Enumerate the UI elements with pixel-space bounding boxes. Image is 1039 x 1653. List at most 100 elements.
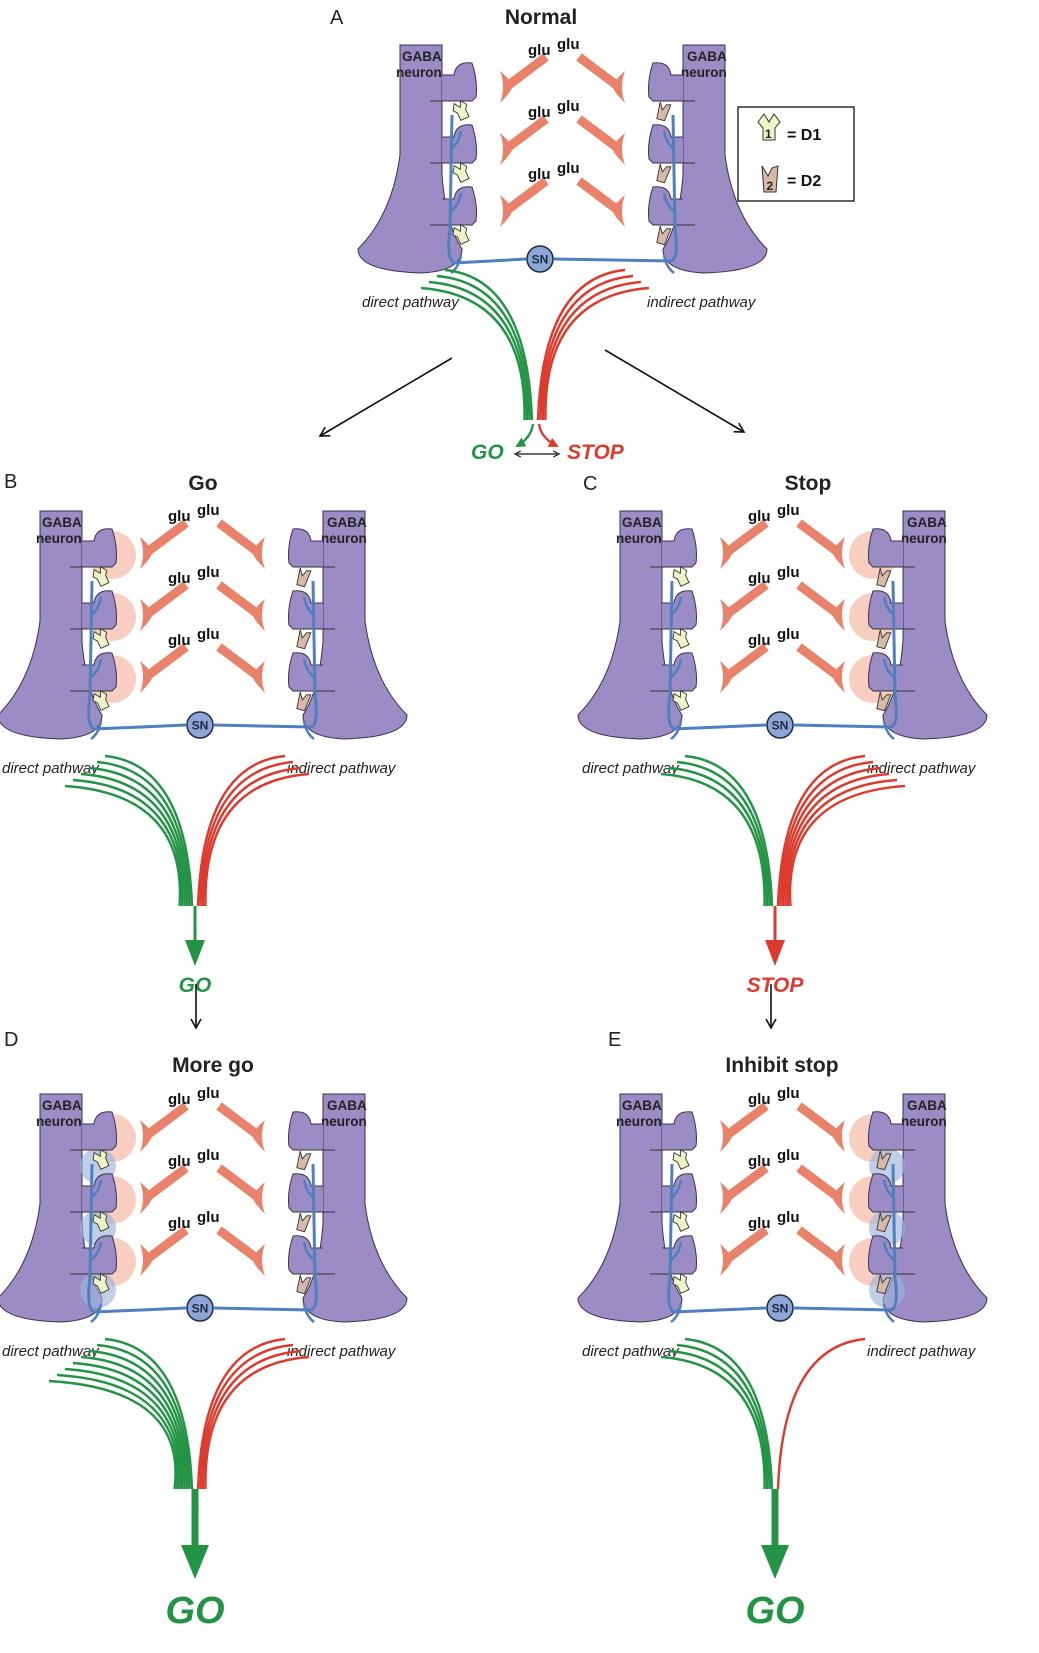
glu-label-direct: glu: [168, 1215, 191, 1232]
substantia-nigra-node: [186, 711, 214, 739]
dopamine-branch-direct: [670, 720, 683, 740]
stop-outcome-label: STOP: [567, 441, 625, 464]
stop-fiber: [781, 766, 882, 907]
glutamate-terminal-direct-bouton: [720, 1120, 732, 1152]
d1-receptor-icon: [92, 1210, 110, 1232]
glu-label-indirect: glu: [197, 1085, 220, 1102]
glu-label-indirect: glu: [777, 1147, 800, 1164]
dopamine-axon-direct: [447, 114, 527, 265]
sn-label: SN: [192, 719, 209, 733]
d1-receptor-icon: [452, 161, 470, 183]
glutamate-terminal-indirect-axon: [216, 519, 262, 557]
d2-receptor-icon: [876, 629, 892, 650]
glutamate-terminal-indirect-axon: [216, 643, 262, 681]
go-fiber: [676, 1343, 771, 1490]
go-arrow: [515, 423, 535, 448]
arrow-a-to-b: [318, 357, 453, 437]
panel-letter: E: [608, 1029, 621, 1051]
d1-receptor-icon: [452, 99, 470, 121]
glu-label-direct: glu: [168, 508, 191, 525]
glutamate-terminal-indirect-axon: [796, 519, 842, 557]
glutamate-terminal-direct-axon: [143, 1102, 189, 1140]
neuron-label-direct-line2: neuron: [616, 1114, 662, 1129]
d1-receptor-icon: [92, 689, 110, 711]
dopamine-branch-direct: [90, 596, 103, 616]
glutamate-terminal-direct-axon: [723, 643, 769, 681]
dopamine-branch-indirect: [662, 254, 675, 274]
go-fiber: [88, 1349, 189, 1490]
dopamine-branch-direct: [670, 1179, 683, 1199]
glutamate-terminal-indirect-axon: [576, 53, 622, 91]
go-fiber: [436, 274, 531, 421]
glu-label-indirect: glu: [557, 160, 580, 177]
dopamine-branch-direct: [670, 1303, 683, 1323]
glutamate-terminal-indirect-axon: [216, 1164, 262, 1202]
d2-receptor-icon: [296, 1212, 312, 1233]
indirect-pathway-label: indirect pathway: [867, 1343, 977, 1360]
glutamate-terminal-indirect-axon: [576, 115, 622, 153]
d1-receptor-icon: [672, 1148, 690, 1170]
dopamine-axon-direct: [87, 580, 187, 731]
dendritic-spine-direct: [82, 652, 117, 692]
go-fiber: [660, 772, 766, 907]
direct-pathway-label: direct pathway: [582, 760, 680, 777]
glutamate-terminal-indirect-bouton: [253, 1244, 265, 1276]
dopamine-branch-indirect: [662, 192, 675, 212]
outcome-label: GO: [165, 1590, 224, 1632]
dendritic-spine-indirect: [648, 124, 683, 164]
go-fiber: [64, 1367, 182, 1490]
outcome-arrow-head: [185, 940, 205, 966]
arrow-a-to-c: [604, 349, 746, 433]
go-fiber: [64, 784, 182, 907]
glutamate-terminal-direct-axon: [143, 581, 189, 619]
glu-label-direct: glu: [748, 570, 771, 587]
d2-receptor-icon: [296, 1274, 312, 1295]
d2-receptor-icon: [296, 629, 312, 650]
d2-receptor-icon: [656, 163, 672, 184]
glu-label-direct: glu: [168, 570, 191, 587]
dopamine-branch-indirect: [302, 1303, 315, 1323]
dopamine-axon-indirect: [213, 580, 318, 729]
go-fiber: [104, 1337, 194, 1490]
go-fiber: [668, 766, 769, 907]
glutamate-terminal-direct-bouton: [500, 195, 512, 227]
d2-receptor-icon: [296, 567, 312, 588]
dopamine-branch-indirect: [882, 1303, 895, 1323]
glutamate-terminal-indirect-bouton: [833, 537, 845, 569]
go-fiber: [56, 1373, 179, 1490]
glutamate-terminal-indirect-bouton: [253, 1120, 265, 1152]
neuron-label-indirect-line2: neuron: [681, 65, 727, 80]
stop-fiber: [776, 1337, 866, 1490]
dendritic-spine-direct: [442, 62, 477, 102]
glutamate-terminal-direct-bouton: [720, 1244, 732, 1276]
dendritic-spine-indirect: [648, 62, 683, 102]
glutamate-terminal-indirect-axon: [216, 581, 262, 619]
stop-fiber: [199, 1343, 294, 1490]
glu-label-direct: glu: [528, 42, 551, 59]
glu-label-direct: glu: [748, 1215, 771, 1232]
dopamine-branch-direct: [450, 192, 463, 212]
stop-fiber: [541, 280, 642, 421]
direct-pathway-label: direct pathway: [362, 294, 460, 311]
neuron-label-indirect-line2: neuron: [901, 531, 947, 546]
dendritic-spine-direct: [662, 652, 697, 692]
go-fiber: [676, 760, 771, 907]
glutamate-terminal-direct-axon: [723, 581, 769, 619]
dopamine-axon-direct: [87, 1163, 187, 1314]
stop-fiber: [536, 268, 626, 421]
substantia-nigra-node: [526, 245, 554, 273]
dopamine-axon-indirect: [793, 1163, 898, 1312]
outcome-label: STOP: [747, 974, 805, 997]
glu-label-indirect: glu: [197, 626, 220, 643]
stop-fiber: [199, 760, 294, 907]
dendritic-spine-direct: [662, 528, 697, 568]
legend-d1-label: = D1: [787, 127, 821, 144]
dopamine-branch-indirect: [302, 658, 315, 678]
d2-receptor-icon: [876, 1274, 892, 1295]
glutamate-terminal-direct-bouton: [720, 599, 732, 631]
dopamine-branch-direct: [670, 1241, 683, 1261]
dopamine-branch-direct: [670, 658, 683, 678]
